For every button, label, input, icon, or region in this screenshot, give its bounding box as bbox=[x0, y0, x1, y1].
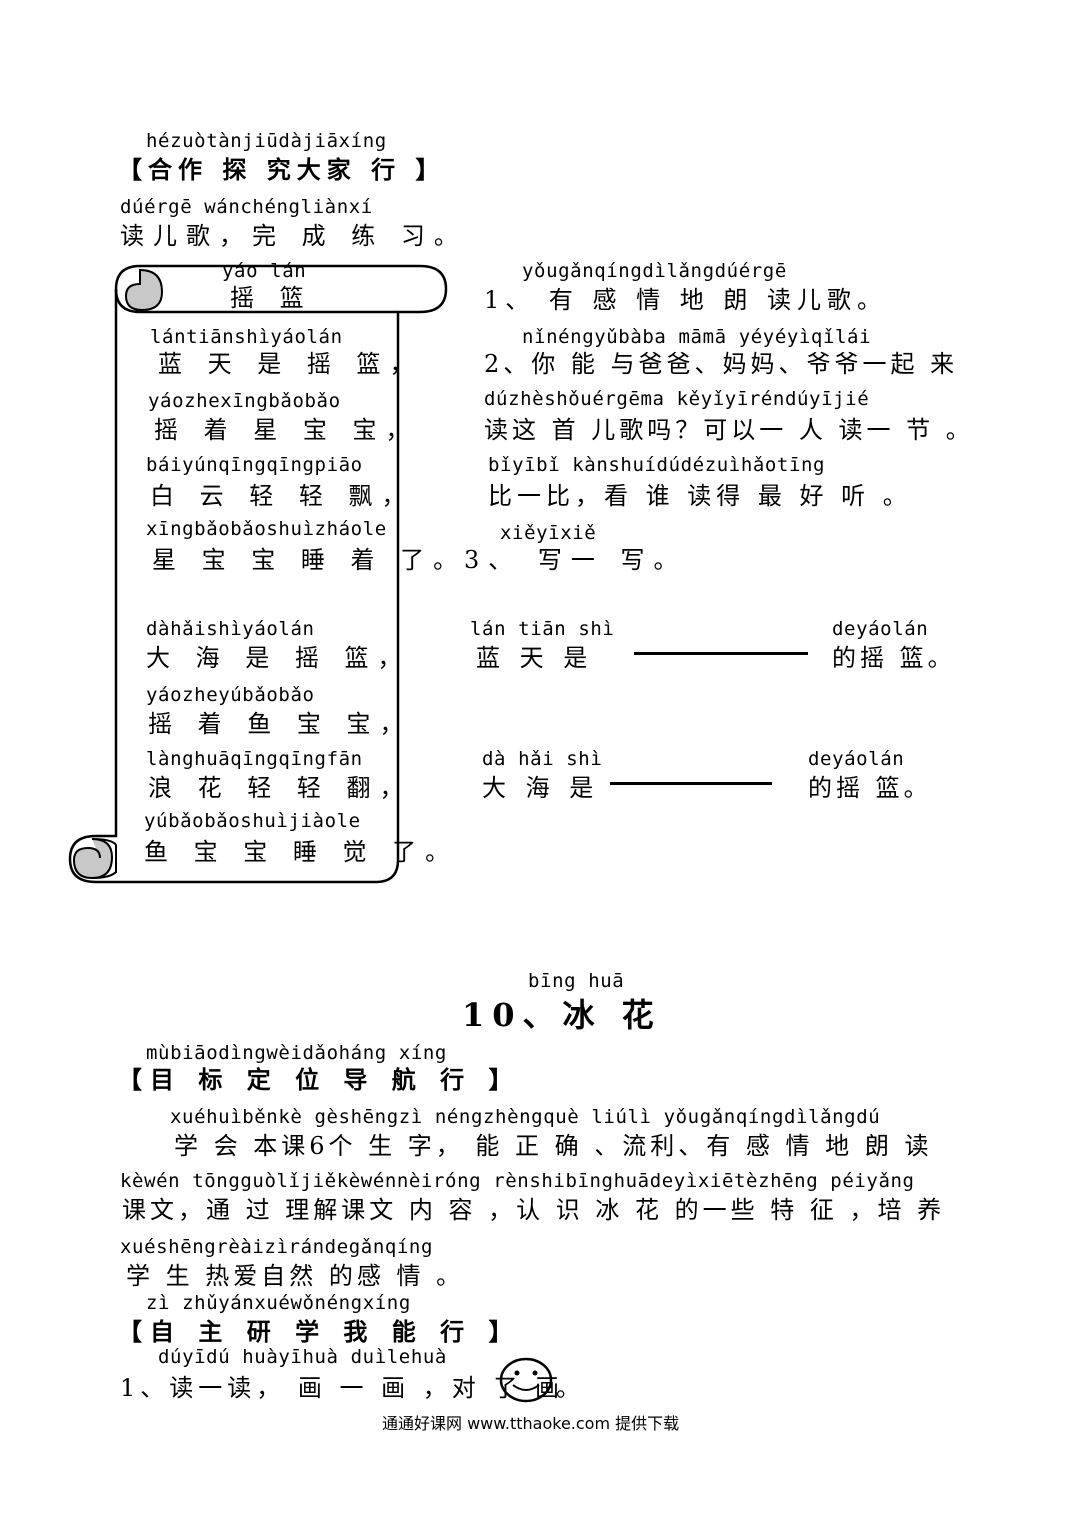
section-heading: 【合作 探 究大家 行 】 bbox=[118, 156, 446, 184]
section-heading: 【自 主 研 学 我 能 行 】 bbox=[118, 1318, 521, 1346]
poem-line: 摇 着 星 宝 宝， bbox=[154, 416, 419, 444]
answer-blank[interactable] bbox=[634, 652, 808, 655]
poem-line-pinyin: dàhǎishìyáolán bbox=[146, 618, 315, 640]
poem-line-pinyin: lànghuāqīngqīngfān bbox=[146, 748, 363, 770]
poem-line: 星 宝 宝 睡 着 了。 bbox=[152, 546, 467, 574]
task-text: 比一比，看 谁 读得 最 好 听 。 bbox=[488, 482, 912, 510]
goal-text: 课文，通 过 理解课文 内 容 ，认 识 冰 花 的一些 特 征 ，培 养 bbox=[122, 1196, 946, 1224]
goal-text: 学 会 本课6个 生 字， 能 正 确 、流利、有 感 情 地 朗 读 bbox=[174, 1132, 933, 1160]
instruction-text: 读儿歌，完 成 练 习。 bbox=[120, 222, 467, 250]
fill-text: 的摇 篮。 bbox=[832, 644, 956, 672]
fill-text: 蓝 天 是 bbox=[476, 644, 594, 672]
section-heading-pinyin: hézuòtànjiūdàjiāxíng bbox=[146, 130, 387, 152]
poem-line: 浪 花 轻 轻 翻， bbox=[148, 774, 413, 802]
fill-pinyin: lán tiān shì bbox=[470, 618, 615, 640]
lesson-title-pinyin: bīng huā bbox=[528, 970, 625, 992]
poem-line-pinyin: lántiānshìyáolán bbox=[150, 326, 343, 348]
lesson-title: 10、冰 花 bbox=[462, 996, 662, 1034]
poem-line-pinyin: yáozheyúbǎobǎo bbox=[146, 684, 315, 706]
poem-line: 大 海 是 摇 篮， bbox=[146, 644, 411, 672]
goal-pinyin: xuéshēngrèàizìrándegǎnqíng bbox=[120, 1236, 434, 1258]
goal-pinyin: kèwén tōngguòlǐjiěkèwénnèiróng rènshibīn… bbox=[120, 1170, 915, 1192]
poem-title: 摇 篮 bbox=[230, 284, 313, 312]
poem-line-pinyin: yúbǎobǎoshuìjiàole bbox=[144, 810, 361, 832]
task-pinyin: dúzhèshǒuérgēma kěyǐyīréndúyījié bbox=[484, 388, 870, 410]
task-text: 1、 有 感 情 地 朗 读儿歌。 bbox=[484, 286, 888, 314]
poem-line: 鱼 宝 宝 睡 觉 了。 bbox=[144, 838, 459, 866]
task-text: 读这 首 儿歌吗？可以一 人 读一 节 。 bbox=[484, 416, 974, 444]
section-heading: 【目 标 定 位 导 航 行 】 bbox=[118, 1066, 521, 1094]
poem-line: 白 云 轻 轻 飘， bbox=[150, 482, 415, 510]
task-pinyin: nǐnéngyǔbàba māmā yéyéyìqǐlái bbox=[522, 326, 872, 348]
instruction-pinyin: dúérgē wánchéngliànxí bbox=[120, 196, 373, 218]
poem-line: 蓝 天 是 摇 篮， bbox=[158, 350, 423, 378]
task-text: 1、读一读， 画 一 画 ，对 了 画 bbox=[120, 1374, 565, 1402]
task-end-punct: 。 bbox=[556, 1374, 589, 1402]
fill-pinyin: dà hǎi shì bbox=[482, 748, 603, 770]
fill-pinyin: deyáolán bbox=[808, 748, 905, 770]
goal-pinyin: xuéhuìběnkè gèshēngzì néngzhèngquè liúlì… bbox=[170, 1106, 881, 1128]
poem-line-pinyin: xīngbǎobǎoshuìzháole bbox=[146, 518, 387, 540]
footer-text: 通通好课网 www.tthaoke.com 提供下载 bbox=[382, 1414, 680, 1433]
poem-title-pinyin: yáo lán bbox=[222, 260, 307, 282]
fill-pinyin: deyáolán bbox=[832, 618, 929, 640]
poem-line-pinyin: yáozhexīngbǎobǎo bbox=[148, 390, 341, 412]
section-heading-pinyin: mùbiāodìngwèidǎoháng xíng bbox=[146, 1042, 447, 1064]
task-pinyin: yǒugǎnqíngdìlǎngdúérgē bbox=[522, 260, 787, 282]
goal-text: 学 生 热爱自然 的感 情 。 bbox=[126, 1262, 465, 1290]
poem-line: 摇 着 鱼 宝 宝， bbox=[148, 710, 413, 738]
task-text: 2、你 能 与爸爸、妈妈、爷爷一起 来 bbox=[484, 350, 959, 378]
fill-text: 大 海 是 bbox=[482, 774, 600, 802]
poem-line-pinyin: báiyúnqīngqīngpiāo bbox=[146, 454, 363, 476]
task-pinyin: xiěyīxiě bbox=[500, 522, 597, 544]
task-text: 3、 写一 写。 bbox=[464, 546, 687, 574]
answer-blank[interactable] bbox=[610, 782, 772, 785]
task-pinyin: bǐyībǐ kànshuídúdézuìhǎotīng bbox=[488, 454, 826, 476]
fill-text: 的摇 篮。 bbox=[808, 774, 932, 802]
task-pinyin: dúyīdú huàyīhuà duìlehuà bbox=[158, 1346, 447, 1368]
section-heading-pinyin: zì zhǔyánxuéwǒnéngxíng bbox=[146, 1292, 411, 1314]
